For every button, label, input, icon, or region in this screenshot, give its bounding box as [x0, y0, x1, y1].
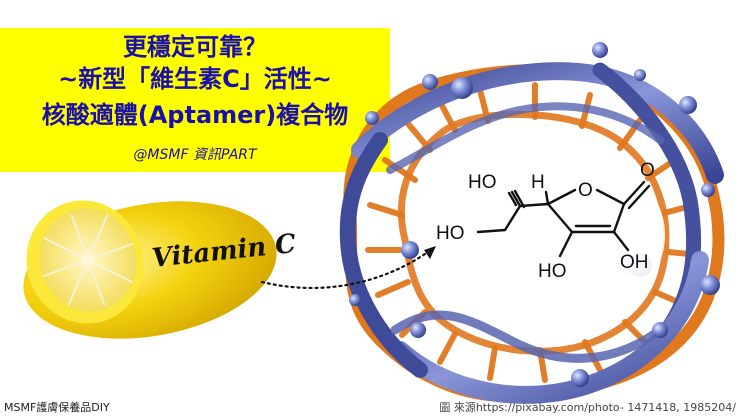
atom-h: H [531, 172, 545, 193]
ascorbic-acid-structure-icon [476, 180, 651, 258]
atom-ho-bottom: HO [538, 261, 567, 282]
atom-ho-top: HO [468, 172, 497, 193]
lemon-icon [23, 200, 277, 339]
title-line-3: 核酸適體(Aptamer)複合物 [41, 101, 349, 129]
atom-o-carbonyl: O [640, 160, 655, 181]
atom-o-ring: O [578, 180, 593, 201]
title-line-2: ~新型「維生素C」活性~ [58, 65, 332, 93]
credit-text: @MSMF 資訊PART [133, 147, 257, 163]
atom-ho-left: HO [436, 223, 465, 244]
dna-helix-icon [339, 42, 725, 404]
dotted-arrow [260, 250, 430, 290]
footer-brand: MSMF護膚保養品DIY [4, 401, 110, 414]
atom-oh-right: OH [620, 252, 649, 273]
title-line-1: 更穩定可靠？ [123, 33, 267, 61]
footer-image-source: 圖 來源https://pixabay.com/photo- 1471418, … [439, 401, 736, 414]
molecule-atom-labels: HO H O O HO OH HO [436, 160, 655, 282]
title-banner [0, 28, 390, 172]
